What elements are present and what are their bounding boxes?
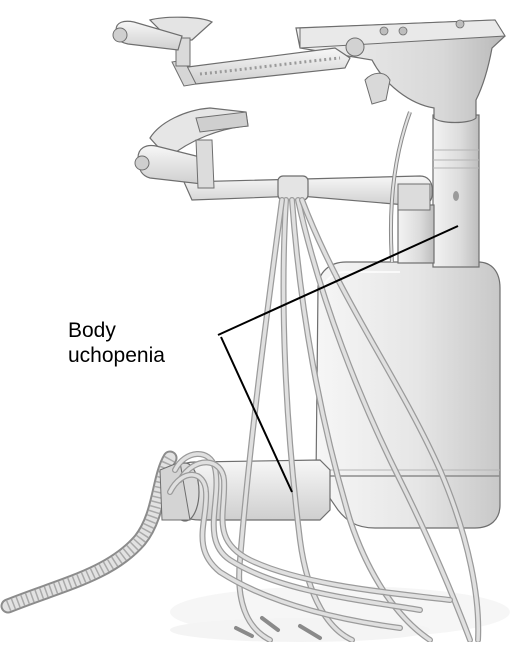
callout-label-line-2: uchopenia [68,343,165,368]
suction-hose [8,458,170,606]
middle-arm [135,108,432,210]
callout-label: Body uchopenia [68,318,165,368]
callout-label-line-1: Body [68,318,165,343]
spittoon-bowl [296,20,505,123]
